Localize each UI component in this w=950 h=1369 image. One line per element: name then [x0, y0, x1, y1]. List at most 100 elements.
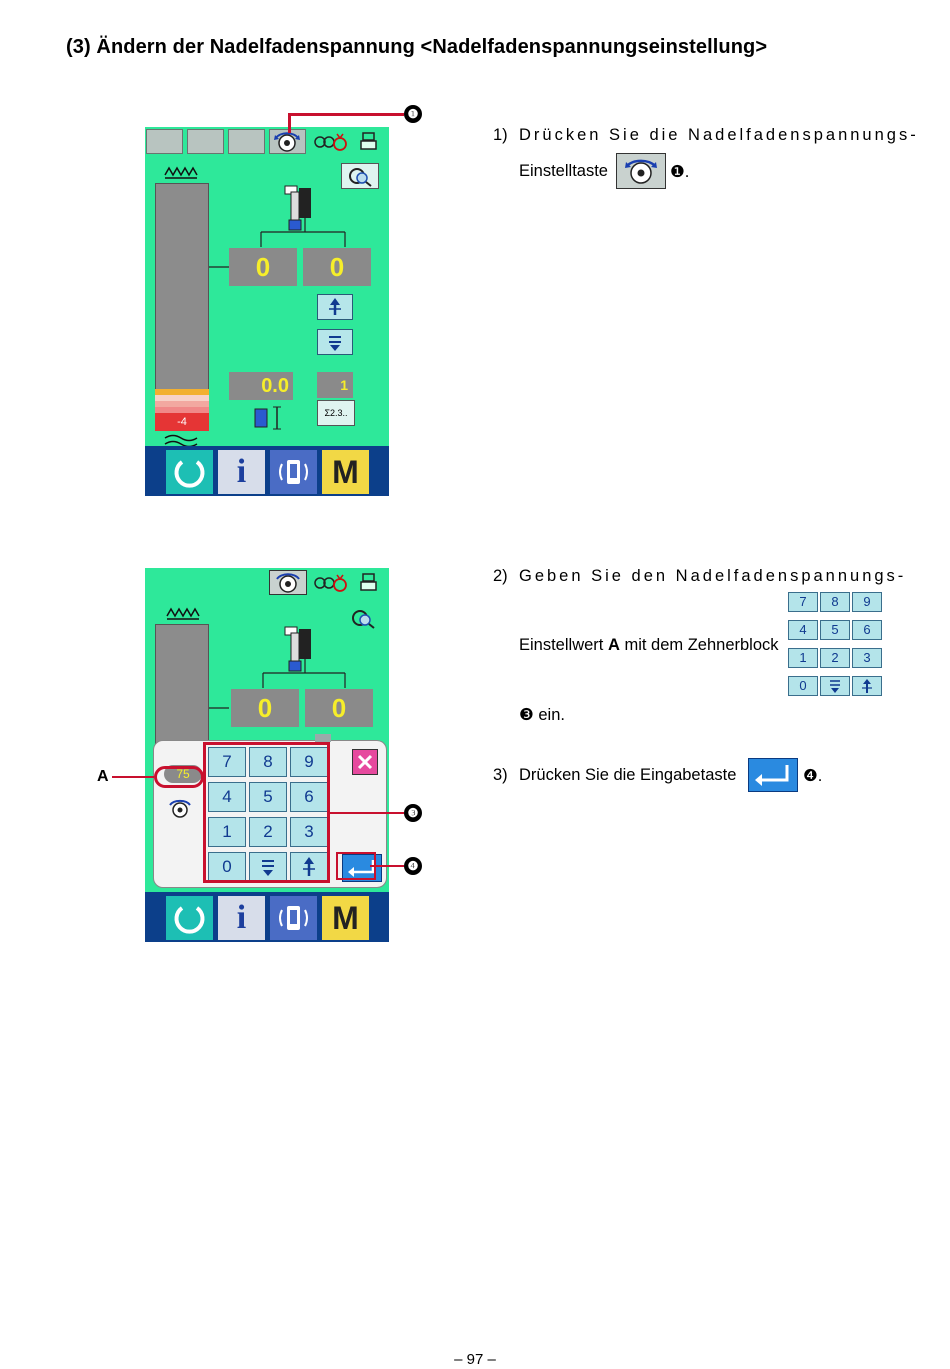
step-2-label-a: A	[607, 636, 620, 654]
mode-icon: M	[332, 900, 359, 936]
value-right: 0	[305, 689, 373, 727]
presser-foot-icon[interactable]	[352, 129, 387, 154]
info-icon: i	[236, 899, 247, 936]
thread-tension-button[interactable]	[269, 129, 306, 154]
info-button[interactable]: i	[218, 450, 265, 494]
mode-button[interactable]: M	[322, 896, 369, 940]
step-2-line2: Einstellwert A mit dem Zehnerblock	[519, 636, 779, 655]
increase-button[interactable]	[317, 294, 353, 320]
step-1-line2: Einstelltaste	[519, 162, 608, 180]
connector-lines	[209, 658, 346, 709]
key-5[interactable]: 5	[249, 782, 287, 812]
step-3-number: 3)	[493, 766, 508, 784]
communication-icon	[279, 460, 308, 484]
step-2-line3: ❸ ein.	[519, 705, 565, 725]
key-1[interactable]: 1	[208, 817, 246, 847]
small-key-7: 7	[788, 592, 818, 612]
small-key-2: 2	[820, 648, 850, 668]
enter-key-image	[748, 758, 798, 792]
tension-entry-dialog: 75 7 8 9 4 5 6 1 2 3 0	[153, 740, 387, 888]
callout-line-3b	[378, 812, 404, 814]
step-3-ref: ❹.	[803, 767, 823, 785]
callout-1: ❶	[404, 105, 422, 123]
thread-tension-button-active[interactable]	[269, 570, 307, 595]
page-number: – 97 –	[454, 1351, 496, 1368]
key-minus[interactable]	[249, 852, 287, 882]
decrease-button[interactable]	[317, 329, 353, 355]
label-a: A	[97, 768, 109, 785]
thread-trimmer-icon[interactable]	[311, 129, 348, 154]
numeric-keypad: 7 8 9 4 5 6 1 2 3 0	[204, 743, 332, 883]
thread-tension-icon	[166, 797, 194, 821]
ready-button[interactable]	[166, 450, 213, 494]
thread-tension-icon	[274, 132, 300, 152]
bottom-bar: i M	[145, 446, 389, 496]
info-button[interactable]: i	[218, 896, 265, 940]
wave-top-icon	[165, 606, 201, 620]
key-7[interactable]: 7	[208, 747, 246, 777]
key-2[interactable]: 2	[249, 817, 287, 847]
enter-icon	[755, 765, 789, 786]
keypad-illustration: 7 8 9 4 5 6 1 2 3 0	[788, 592, 886, 700]
counter-button[interactable]: Σ2.3..	[317, 400, 355, 426]
thread-tension-icon	[276, 573, 300, 593]
key-0[interactable]: 0	[208, 852, 246, 882]
wave-bottom-icon	[163, 433, 199, 448]
machine-head-icon	[283, 625, 317, 677]
small-key-8: 8	[820, 592, 850, 612]
close-icon	[357, 754, 373, 770]
callout-line-1-vertical	[288, 113, 291, 133]
callout-ring-a	[154, 766, 204, 788]
pitch-value: 0.0	[229, 372, 293, 400]
zoom-icon[interactable]	[341, 163, 379, 189]
key-4[interactable]: 4	[208, 782, 246, 812]
mode-button[interactable]: M	[322, 450, 369, 494]
key-8[interactable]: 8	[249, 747, 287, 777]
panel-screen-1: -4 0 0 0.0 1 Σ2.3.. i M	[145, 127, 389, 496]
wave-top-icon	[163, 165, 199, 179]
gauge-value: -4	[155, 413, 209, 431]
communication-button[interactable]	[270, 450, 317, 494]
step-3-text: Drücken Sie die Eingabetaste	[519, 766, 737, 784]
value-left: 0	[229, 248, 297, 286]
enter-icon	[348, 860, 375, 877]
blank-button-2[interactable]	[187, 129, 224, 154]
step-1-ref: ❶.	[670, 163, 690, 181]
cancel-button[interactable]	[352, 749, 378, 775]
key-3[interactable]: 3	[290, 817, 328, 847]
down-arrow-icon	[329, 336, 341, 351]
bottom-bar: i M	[145, 892, 389, 942]
blank-button-1[interactable]	[146, 129, 183, 154]
step-1-text: Drücken Sie die Nadelfadenspannungs-	[519, 126, 919, 144]
step-2-line2-post: mit dem Zehnerblock	[619, 636, 779, 654]
zoom-icon[interactable]	[345, 606, 381, 630]
small-key-plus	[852, 676, 882, 696]
key-9[interactable]: 9	[290, 747, 328, 777]
presser-foot-icon[interactable]	[352, 570, 387, 595]
ready-button[interactable]	[166, 896, 213, 940]
thread-tension-icon	[625, 159, 657, 184]
step-2-number: 2)	[493, 567, 508, 585]
blank-button-3[interactable]	[228, 129, 265, 154]
connector-lines	[209, 217, 346, 268]
value-left: 0	[231, 689, 299, 727]
mode-icon: M	[332, 454, 359, 490]
panel-screen-2: 0 0 75 7 8 9 4 5 6 1 2 3 0	[145, 568, 389, 942]
refresh-icon	[174, 906, 205, 934]
small-key-minus	[820, 676, 850, 696]
tension-key-image	[616, 153, 666, 189]
callout-4: ❹	[404, 857, 422, 875]
callout-line-3	[330, 812, 380, 814]
communication-button[interactable]	[270, 896, 317, 940]
callout-line-1	[288, 113, 404, 116]
step-2-line3-text: ein.	[533, 706, 565, 724]
keypad-highlight	[203, 742, 330, 883]
value-right: 0	[303, 248, 371, 286]
refresh-icon	[174, 460, 205, 488]
small-key-5: 5	[820, 620, 850, 640]
step-2-ref: ❸	[519, 706, 534, 724]
callout-line-4	[370, 865, 404, 867]
step-1-number: 1)	[493, 126, 508, 144]
key-plus[interactable]	[290, 852, 328, 882]
thread-trimmer-icon[interactable]	[311, 570, 348, 595]
